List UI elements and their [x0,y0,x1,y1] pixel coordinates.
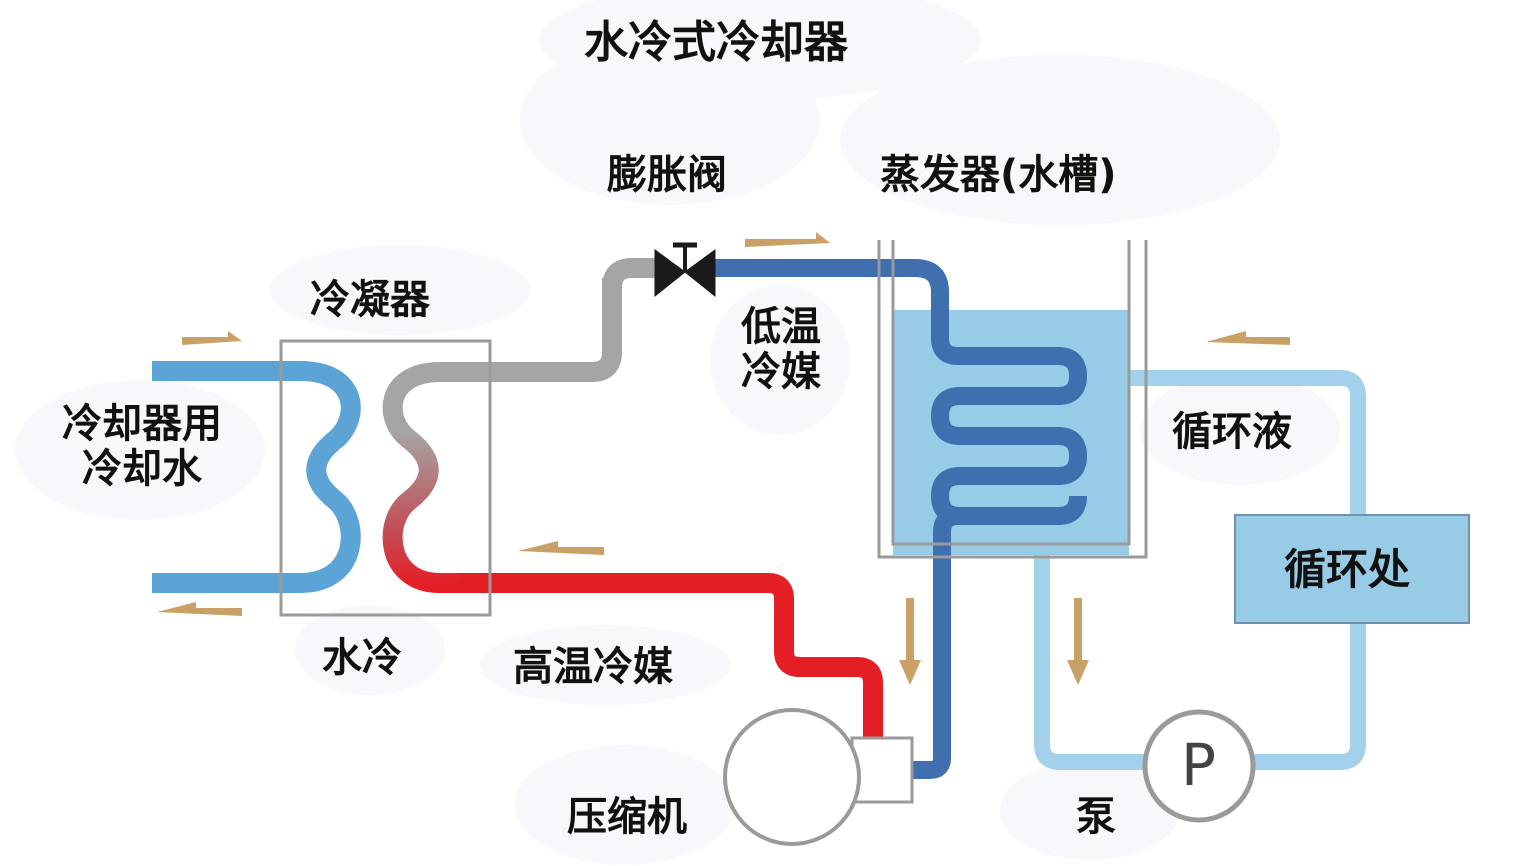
refrigerant-pipe-to-valve [602,258,662,289]
flow-arrow-icon [899,598,921,685]
evaporator-tank [877,240,1148,559]
low-temp-refrigerant-label: 低温 冷媒 [741,304,821,395]
circulation-point-label: 循环处 [1284,545,1411,594]
cooling-water-pipe [152,361,361,593]
expansion-valve-label: 膨胀阀 [607,152,727,198]
condenser-box [279,339,492,617]
flow-arrow-icon [182,331,242,345]
hot-refrigerant-pipe [460,573,883,740]
cold-refrigerant-pipe [712,259,1087,779]
refrigerant-pipe-condenser [382,278,622,593]
flow-arrow-icon [518,541,604,555]
background-blobs [15,0,1340,865]
flow-arrow-icon [1206,331,1290,345]
compressor [723,708,914,846]
circulating-fluid-label: 循环液 [1172,409,1292,455]
flow-arrow-icon [1067,598,1089,685]
condenser-label: 冷凝器 [310,277,430,323]
expansion-valve-icon [654,242,716,298]
circulating-fluid-pipe [1034,370,1366,770]
page-title: 水冷式冷却器 [584,17,848,68]
flow-arrow-icon [745,232,830,247]
evaporator-label: 蒸发器(水槽) [880,152,1117,198]
compressor-label: 压缩机 [567,794,687,840]
pump-symbol: P [1181,731,1216,799]
circulation-point-box [1234,514,1470,624]
pump-circle [1142,709,1256,823]
water-cooled-label: 水冷 [322,635,402,681]
high-temp-refrigerant-label: 高温冷媒 [513,644,673,690]
flow-arrow-icon [157,602,242,616]
flow-arrows [157,232,1290,685]
cooling-water-label: 冷却器用 冷却水 [62,401,222,492]
pump-label: 泵 [1076,794,1116,840]
